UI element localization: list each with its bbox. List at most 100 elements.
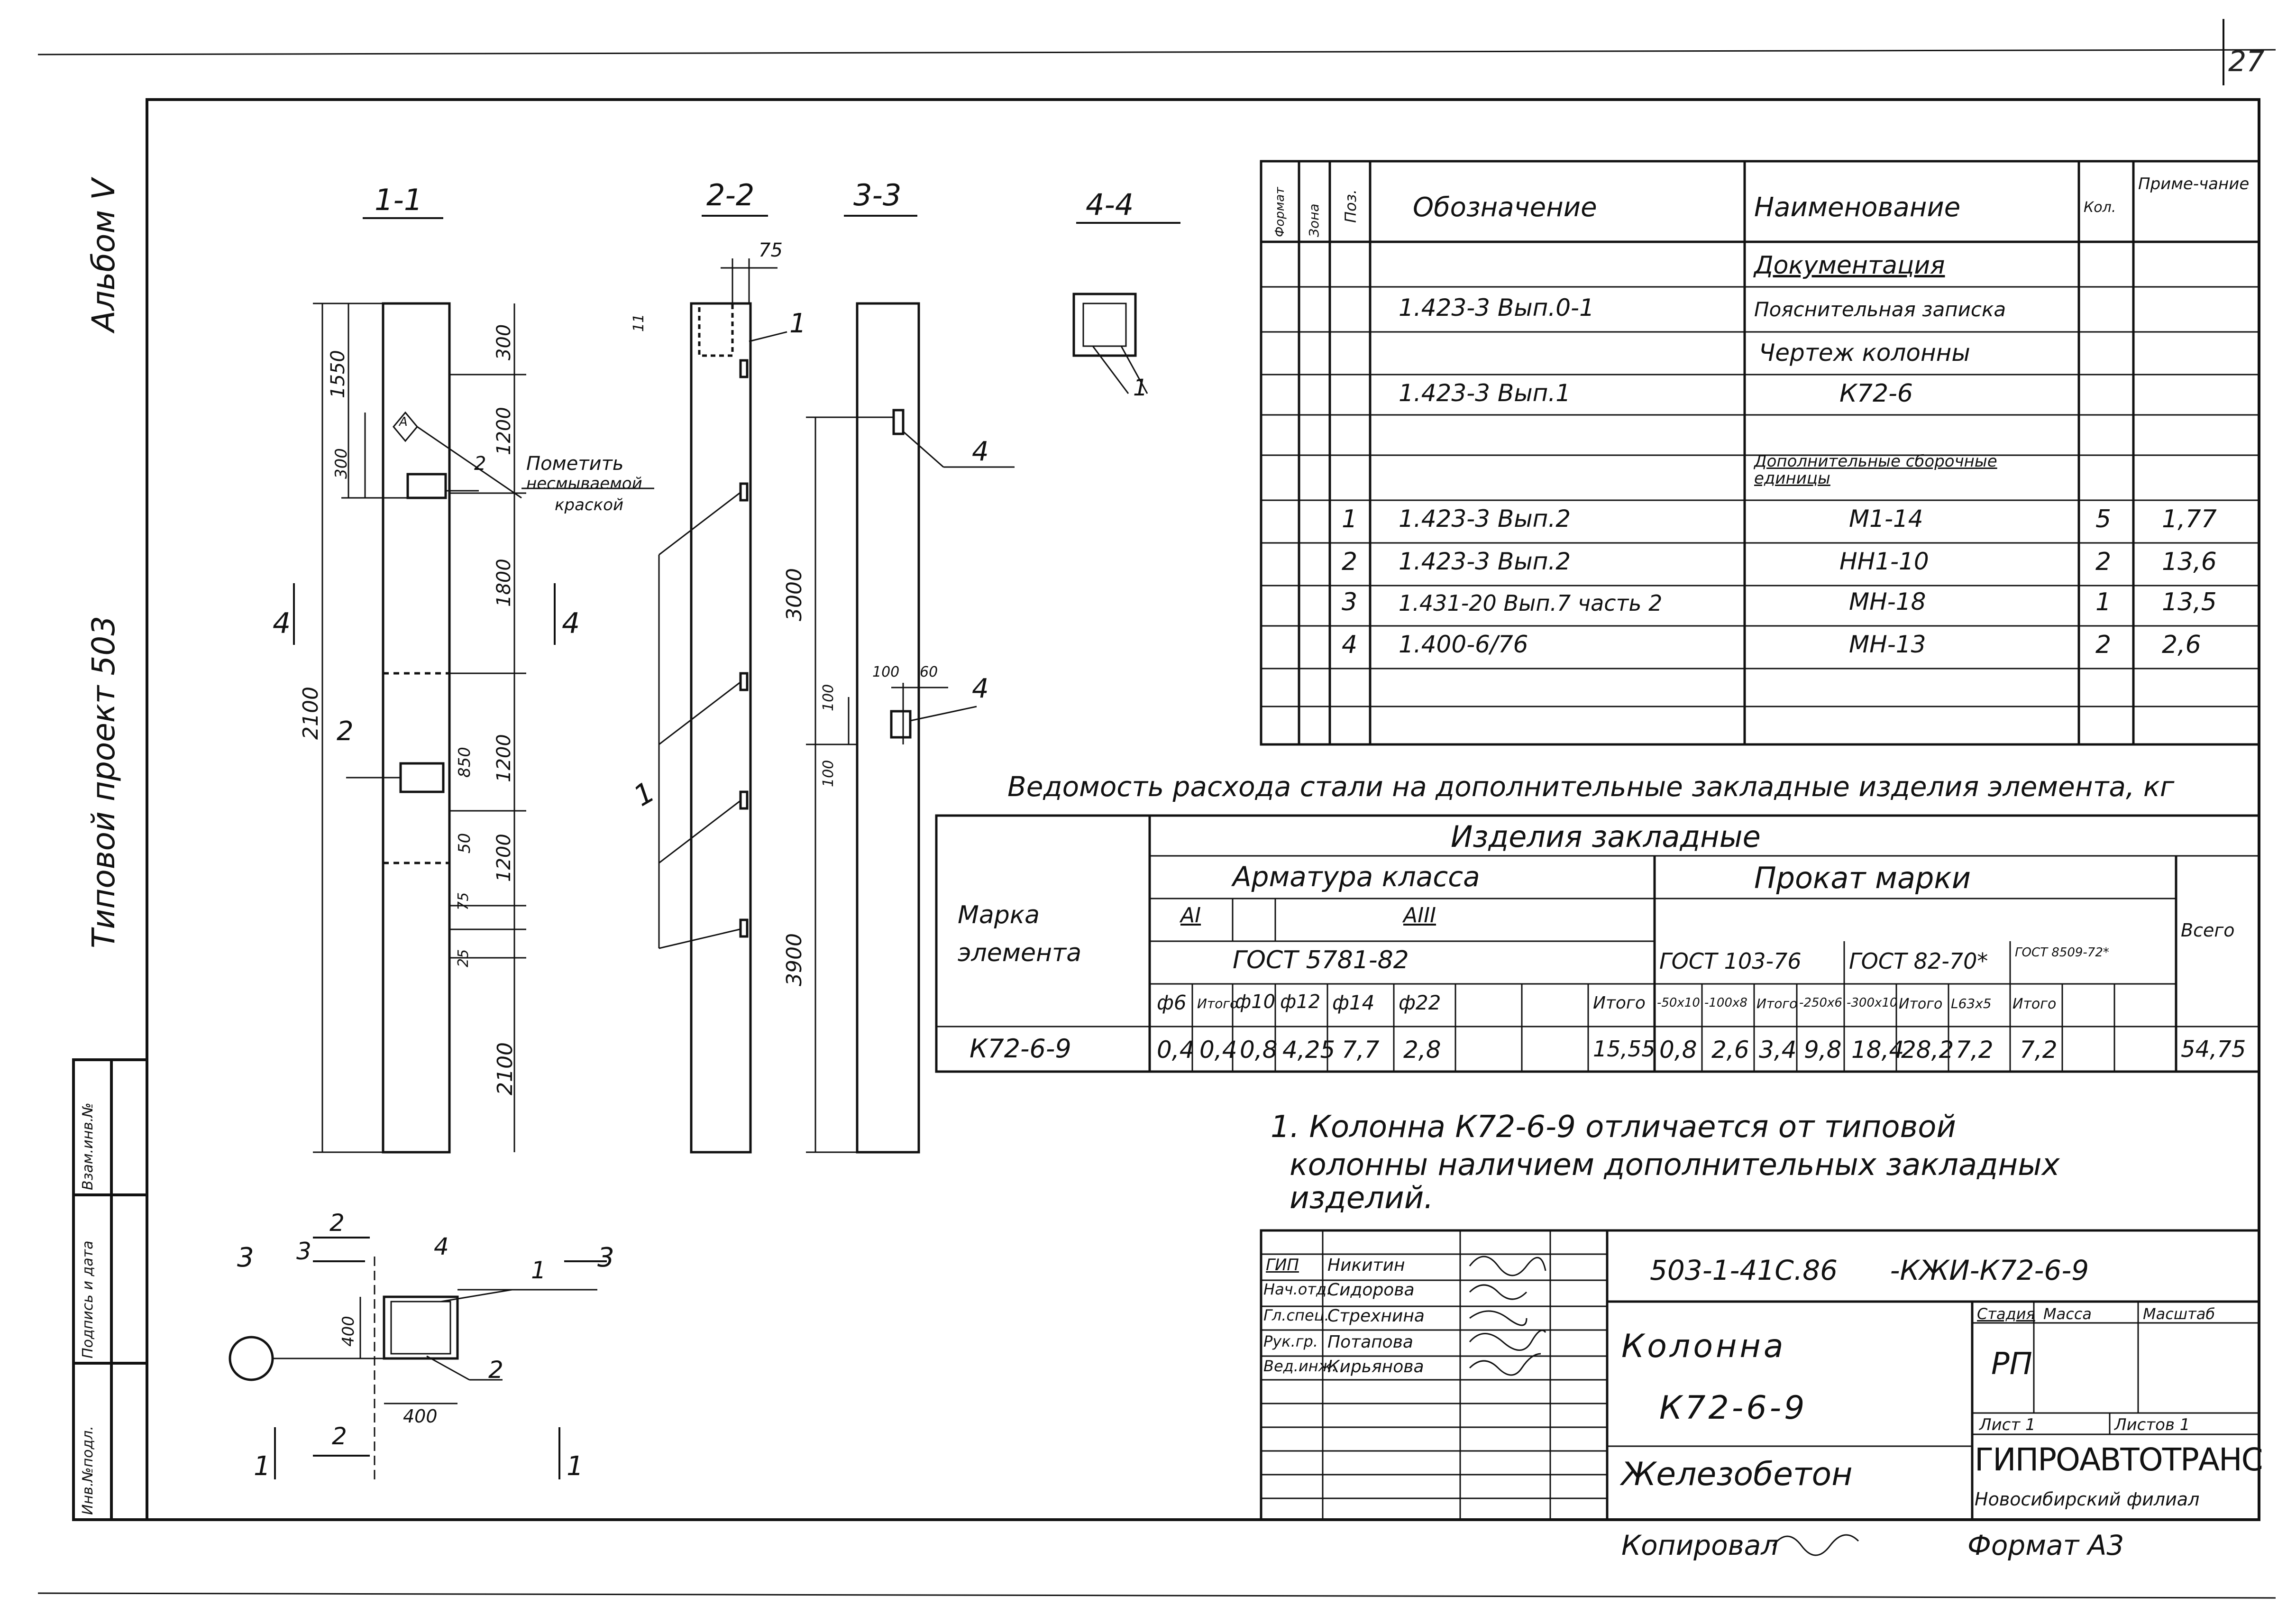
steel-col-f6: ф6 <box>1157 991 1187 1014</box>
steel-val-itogo-82: 28,2 <box>1901 1036 1954 1064</box>
dim-25: 25 <box>455 949 472 967</box>
steel-col-50x10: -50х10 <box>1657 996 1700 1010</box>
spec-row-2-name: Пояснительная записка <box>1754 298 2006 321</box>
steel-val-f12: 4,25 <box>1282 1036 1336 1064</box>
spec-row-2-designation: 1.423-3 Вып.0-1 <box>1399 294 1594 321</box>
steel-val-l63x5: 7,2 <box>1956 1036 1994 1064</box>
dim-1550: 1550 <box>327 350 349 398</box>
steel-h-aiii: АIII <box>1403 903 1436 927</box>
stamp-mass-header: Масса <box>2043 1305 2092 1323</box>
spec-row-8-pos: 2 <box>1342 548 1358 576</box>
steel-col-f12: ф12 <box>1280 991 1321 1013</box>
stamp-role-4: Рук.гр. <box>1263 1332 1318 1350</box>
plan-dim-400-h: 400 <box>403 1406 438 1427</box>
pos-2-label-b: 2 <box>337 716 354 747</box>
steel-val-f6: 0,4 <box>1157 1036 1195 1064</box>
steel-col-f10: ф10 <box>1235 991 1276 1013</box>
dim-11: 11 <box>631 313 647 332</box>
stamp-name-4: Потапова <box>1327 1332 1413 1352</box>
pos-4-label-b: 4 <box>972 673 989 704</box>
dim-2100-right: 2100 <box>493 1042 517 1095</box>
pos-2-label-a: 2 <box>474 453 486 475</box>
steel-col-100x8: -100х8 <box>1704 996 1747 1010</box>
cut-arrow-4-left: 4 <box>273 607 291 640</box>
steel-val-itogo-ai: 0,4 <box>1199 1036 1237 1064</box>
spec-row-8-designation: 1.423-3 Вып.2 <box>1399 548 1571 575</box>
dim-100-b: 100 <box>820 760 837 787</box>
steel-h-rolled: Прокат марки <box>1754 861 1971 895</box>
footer-format: Формат А3 <box>1967 1529 2124 1561</box>
section-title-1-1: 1-1 <box>375 183 423 217</box>
steel-h-gost5781: ГОСТ 5781-82 <box>1233 946 1409 974</box>
steel-col-itogo-8509: Итого <box>2012 996 2057 1012</box>
stamp-name-2: Сидорова <box>1327 1280 1415 1300</box>
spec-row-9-name: МН-18 <box>1849 588 1926 615</box>
note-line-3: изделий. <box>1290 1181 1434 1216</box>
stamp-material: Железобетон <box>1621 1456 1853 1493</box>
spec-row-9-qty: 1 <box>2095 588 2112 616</box>
spec-header-format: Формат <box>1273 187 1287 238</box>
stamp-name-1: Никитин <box>1327 1256 1405 1275</box>
steel-row-mark: К72-6-9 <box>970 1034 1071 1064</box>
dim-75-a: 75 <box>455 892 472 910</box>
dim-1200-a: 1200 <box>493 407 515 455</box>
steel-val-f14: 7,7 <box>1342 1036 1380 1064</box>
steel-col-f22: ф22 <box>1399 991 1441 1014</box>
spec-row-10-designation: 1.400-6/76 <box>1399 631 1528 658</box>
spec-row-9-pos: 3 <box>1342 588 1358 616</box>
steel-h-mark-1: Марка элемента <box>958 901 1082 967</box>
steel-h-total: Всего <box>2181 920 2235 941</box>
spec-row-10-pos: 4 <box>1342 631 1358 659</box>
spec-row-9-designation: 1.431-20 Вып.7 часть 2 <box>1399 590 1663 616</box>
spec-row-1-name: Документация <box>1754 251 1945 280</box>
plan-pos-1: 1 <box>531 1257 546 1284</box>
steel-col-l63x5: L63х5 <box>1951 996 1992 1011</box>
steel-val-100x8: 2,6 <box>1711 1036 1749 1064</box>
steel-val-f10: 0,8 <box>1240 1036 1278 1064</box>
steel-col-300x10: -300х10 <box>1847 996 1898 1010</box>
steel-col-f14: ф14 <box>1332 991 1375 1014</box>
stamp-sheets: Листов 1 <box>2114 1415 2190 1434</box>
steel-val-total: 54,75 <box>2181 1036 2246 1063</box>
side-stamp-inv: Инв.№подл. <box>80 1426 96 1515</box>
spec-row-8-name: НН1-10 <box>1839 548 1929 575</box>
dim-3000: 3000 <box>782 568 806 621</box>
dim-300-right: 300 <box>493 324 515 360</box>
pos-1-label-22: 1 <box>789 308 806 339</box>
dim-100-c: 100 <box>872 664 900 680</box>
dim-60: 60 <box>920 664 938 680</box>
spec-header-note: Приме-чание <box>2138 174 2250 193</box>
page-number: 27 <box>2228 45 2265 78</box>
side-stamp-replace: Взам.инв.№ <box>80 1102 96 1190</box>
steel-val-50x10: 0,8 <box>1659 1036 1697 1064</box>
stamp-name-5: Кирьянова <box>1327 1357 1424 1376</box>
spec-row-8-note: 13,6 <box>2162 548 2217 576</box>
spec-row-7-pos: 1 <box>1342 505 1358 533</box>
plan-cut-2-top: 2 <box>329 1209 345 1237</box>
plan-cut-3-left: 3 <box>237 1242 254 1273</box>
stamp-stage-value: РП <box>1991 1347 2032 1382</box>
steel-val-itogo-aiii: 15,55 <box>1593 1036 1656 1062</box>
dim-1200-b: 1200 <box>493 734 515 782</box>
spec-row-7-name: М1-14 <box>1849 505 1923 532</box>
album-label: Альбом V <box>85 178 122 332</box>
steel-h-ai: АI <box>1180 903 1201 927</box>
stamp-sheet: Лист 1 <box>1979 1415 2036 1434</box>
spec-header-designation: Обозначение <box>1413 192 1597 223</box>
stamp-branch: Новосибирский филиал <box>1975 1489 2200 1510</box>
dim-3900: 3900 <box>782 933 806 986</box>
dim-1800: 1800 <box>493 559 515 607</box>
stamp-role-2: Нач.отд. <box>1263 1280 1332 1298</box>
dim-850: 850 <box>455 747 474 778</box>
spec-row-7-qty: 5 <box>2095 505 2112 533</box>
steel-h-gost8509: ГОСТ 8509-72* <box>2015 945 2109 960</box>
spec-row-4-name: К72-6 <box>1839 379 1913 408</box>
steel-table-title: Ведомость расхода стали на дополнительны… <box>1007 771 2175 803</box>
spec-header-name: Наименование <box>1754 192 1961 223</box>
spec-header-zone: Зона <box>1306 203 1322 237</box>
note-line-2: колонны наличием дополнительных закладны… <box>1290 1147 2060 1183</box>
stamp-stage-header: Стадия <box>1977 1305 2035 1323</box>
steel-val-250x6: 9,8 <box>1804 1036 1842 1064</box>
spec-row-10-qty: 2 <box>2095 631 2112 659</box>
